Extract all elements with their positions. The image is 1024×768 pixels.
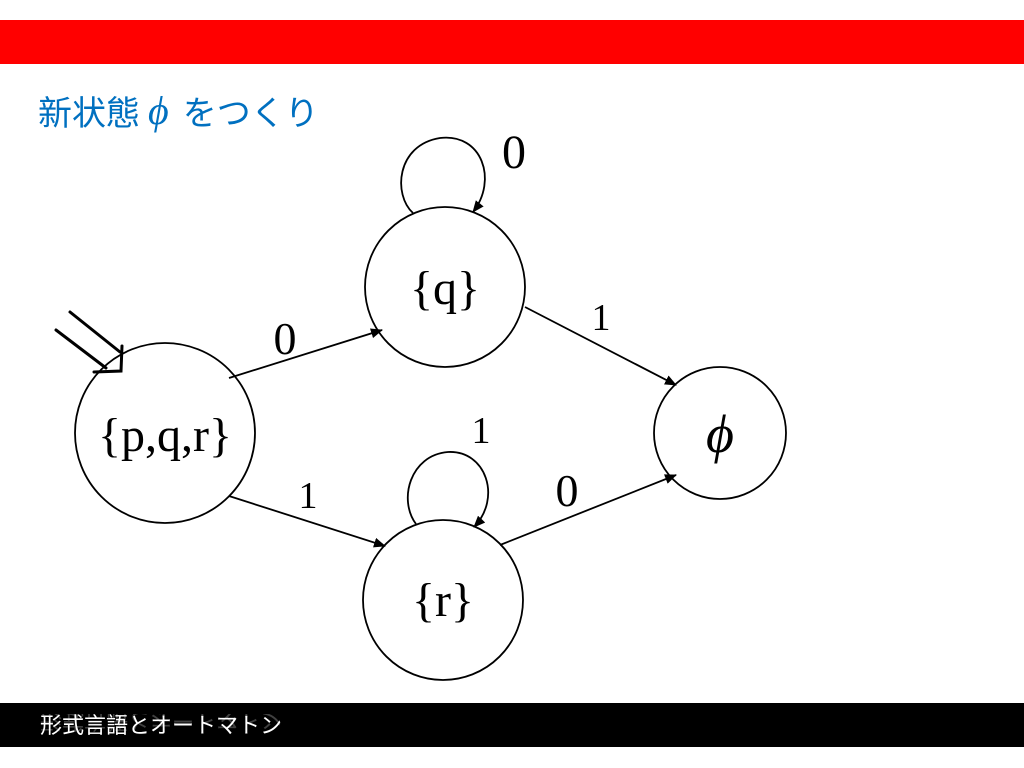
state-label-empty: ϕ (706, 404, 734, 464)
edge-label-r-loop: 1 (472, 410, 491, 452)
title-prefix: 新状態 (38, 93, 140, 134)
edge-pqr-to-r (228, 495, 386, 548)
state-label-r: {r} (412, 574, 474, 627)
title-phi-symbol: ϕ (148, 87, 169, 133)
automaton-diagram: {p,q,r} {q} {r} ϕ 0 1 0 1 1 0 (54, 126, 787, 681)
edge-label-pqr-to-q: 0 (274, 313, 297, 364)
state-label-pqr: {p,q,r} (98, 409, 232, 462)
start-arrow-icon (54, 310, 124, 374)
loop-q (400, 136, 486, 214)
loop-r (406, 451, 490, 528)
edge-q-to-empty (524, 306, 677, 386)
footer-title: 形式言語とオートマトン (40, 714, 283, 739)
state-circle-pqr (74, 342, 256, 524)
slide-title: 新状態 ϕ をつくり (38, 82, 319, 138)
edge-r-to-empty (499, 474, 677, 546)
title-suffix: をつくり (182, 93, 319, 134)
edge-label-r-to-empty: 0 (556, 465, 579, 516)
edge-label-pqr-to-r: 1 (299, 475, 318, 517)
edge-label-q-to-empty: 1 (592, 297, 611, 339)
state-circle-q (364, 206, 526, 368)
edge-pqr-to-q (228, 328, 383, 379)
edge-label-q-loop: 0 (502, 126, 526, 179)
state-circle-empty (653, 366, 787, 500)
state-circle-r (362, 519, 524, 681)
top-accent-bar (0, 20, 1024, 64)
footer-bar (0, 703, 1024, 747)
state-label-q: {q} (410, 262, 480, 315)
